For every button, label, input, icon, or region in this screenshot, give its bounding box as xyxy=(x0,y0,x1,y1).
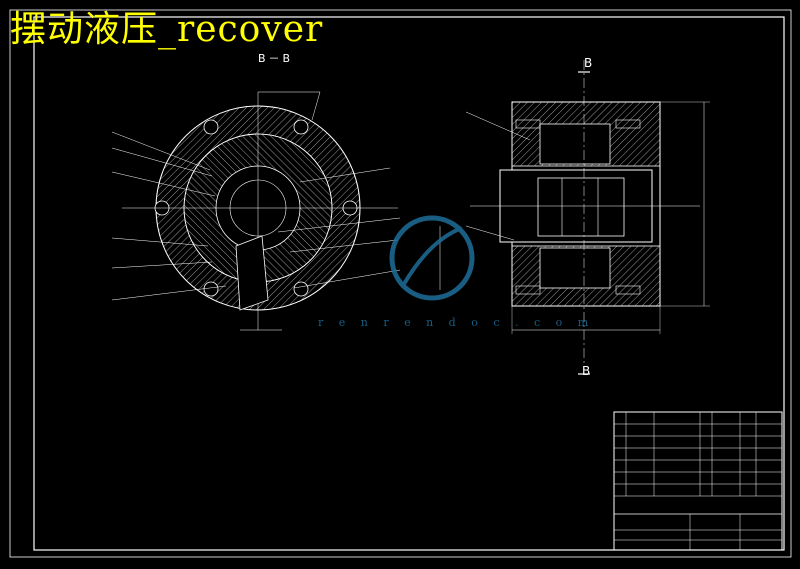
section-mark-top: B xyxy=(584,56,593,70)
watermark-logo xyxy=(389,215,475,301)
watermark-text: r e n r e n d o c . c o m xyxy=(318,316,595,329)
section-label: B－B xyxy=(258,52,294,65)
inner-border xyxy=(33,16,785,551)
section-mark-bottom: B xyxy=(582,364,591,378)
title-block xyxy=(613,411,783,551)
section-view-bb xyxy=(111,91,401,331)
side-view xyxy=(439,60,710,375)
outer-border xyxy=(9,9,792,558)
title-overlay: 摆动液压_recover xyxy=(10,9,324,50)
